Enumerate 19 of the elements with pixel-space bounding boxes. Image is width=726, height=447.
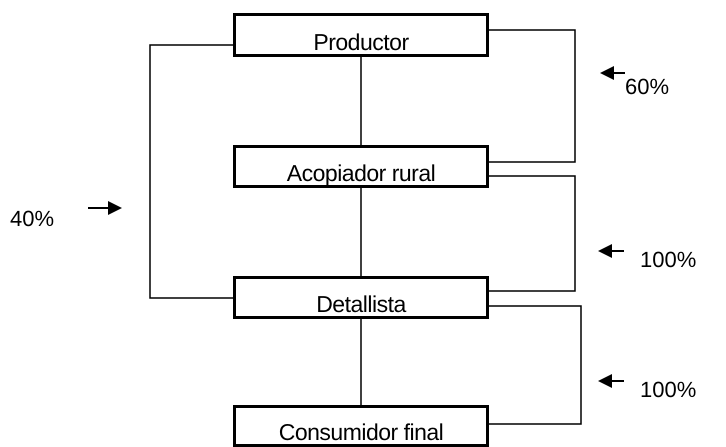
bracket-line xyxy=(489,175,576,292)
node-label: Consumidor final xyxy=(278,420,444,444)
process-box xyxy=(233,13,489,57)
connector-line xyxy=(360,57,362,145)
percentage-label: 40% xyxy=(10,207,54,231)
bracket-line xyxy=(489,305,582,425)
node-label: Detallista xyxy=(316,292,406,316)
bracket-line xyxy=(489,29,576,163)
connector-line xyxy=(360,188,362,276)
process-box xyxy=(233,405,489,447)
percentage-label: 100% xyxy=(640,248,696,272)
connector-line xyxy=(360,319,362,405)
node-label: Productor xyxy=(313,30,409,54)
percentage-label: 60% xyxy=(625,75,670,99)
process-box xyxy=(233,276,489,319)
node-label: Acopiador rural xyxy=(286,161,436,185)
bracket-line xyxy=(149,44,233,299)
percentage-label: 100% xyxy=(640,378,696,402)
process-box xyxy=(233,145,489,188)
